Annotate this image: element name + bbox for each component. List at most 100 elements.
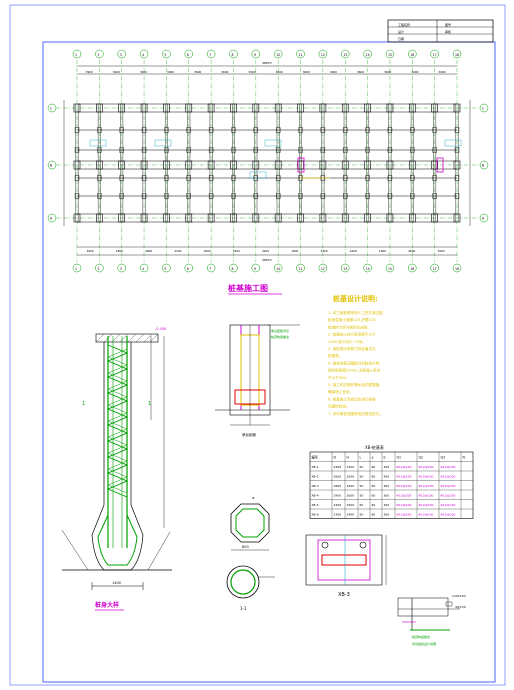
bottom-dim-text: 1800 <box>379 249 386 253</box>
table-cell: Φ12@200 <box>397 503 412 507</box>
grid-bubble-top <box>363 49 372 59</box>
bottom-dim-text: 3900 <box>87 249 94 253</box>
row-bubble-right <box>479 103 489 113</box>
pile-cap <box>431 213 438 223</box>
table-header: L <box>360 456 362 460</box>
table-header: b <box>384 456 386 460</box>
grid-bubble-top <box>430 49 439 59</box>
grid-bubble-bottom <box>273 263 283 273</box>
top-dim-text: 3600 <box>357 70 364 74</box>
top-dim-text: 3400 <box>113 70 120 74</box>
svg-text:桩顶构造做法: 桩顶构造做法 <box>412 634 430 639</box>
table-cell: Φ12@200 <box>419 503 434 507</box>
table-cell: Φ12@200 <box>419 513 434 517</box>
table-cell: XB-5 <box>312 503 319 507</box>
table-cell: 2400 <box>347 503 355 507</box>
pile-mark <box>454 147 460 153</box>
pile-cap <box>96 160 103 170</box>
pile-cap <box>96 103 103 113</box>
pile-cap <box>319 160 327 170</box>
pile-cap <box>274 213 282 223</box>
note-line: 桩端持力层为强风化岩层。 <box>328 324 371 329</box>
table-cell: Φ12@200 <box>441 484 456 488</box>
bottom-dim-text: 1800 <box>116 249 123 253</box>
grid-label-bottom: 2 <box>97 267 99 271</box>
pile-mark <box>343 127 348 133</box>
pile-mark <box>186 175 191 181</box>
grid-bubble-bottom <box>162 263 171 273</box>
table-header: Q2 <box>419 456 424 460</box>
top-dim-text: 3600 <box>384 70 391 74</box>
grid-bubble-top <box>385 49 395 59</box>
table-cell: 2300 <box>334 465 342 469</box>
grid-label-bottom: 5 <box>164 267 166 271</box>
cap-section: 承台剖面 承台配筋详见 桩顶构造做法 <box>215 324 300 437</box>
top-dim-text: 3600 <box>303 70 310 74</box>
grid-bubble-top <box>206 49 216 59</box>
top-dim-text: 3600 <box>276 70 283 74</box>
pile-mark <box>141 193 147 199</box>
table-cell: 2300 <box>347 465 355 469</box>
pile-mark <box>141 147 147 153</box>
pile-cap <box>453 160 461 170</box>
pile-cap <box>341 160 349 170</box>
pile-cap <box>453 213 461 223</box>
pile-cap <box>230 160 237 170</box>
bottom-dim-text: 1800 <box>291 249 298 253</box>
bottom-dim-text: 4200 <box>174 249 181 253</box>
pile-mark <box>410 147 415 153</box>
bottom-dim-text: 4800 <box>145 249 152 253</box>
pile-cap <box>341 213 349 223</box>
grid-label-top: 13 <box>343 53 347 57</box>
table-cell: 2600 <box>347 494 355 498</box>
grid-label-bottom: 9 <box>254 267 256 271</box>
note-line: 1. 本工程桩基采用人工挖孔灌注桩, <box>328 310 384 315</box>
pile-mark <box>454 193 460 199</box>
grid-bubble-bottom <box>340 263 350 273</box>
pile-mark <box>119 127 124 133</box>
table-cell: Φ12@200 <box>441 513 456 517</box>
pile-mark <box>275 175 281 181</box>
pile-mark <box>432 147 437 153</box>
pile-mark <box>253 147 259 153</box>
xb-label: XB-3 <box>338 592 350 598</box>
total-dim-text: 48870 <box>262 61 272 65</box>
pile-table: XB-桩基表 编号XB-1XB-2XB-3XB-4XB-5XB-6D230026… <box>309 444 474 519</box>
pile-cap <box>319 103 327 113</box>
stirrup-line <box>106 344 129 498</box>
table-frame <box>309 451 474 519</box>
note-line: 不小于35d。 <box>328 375 349 380</box>
table-cell: 2000 <box>347 475 355 479</box>
pile-mark <box>432 175 437 181</box>
table-cell: 50 <box>360 475 364 479</box>
top-elevation: -0.450 <box>155 327 166 331</box>
pile-cap <box>319 213 327 223</box>
table-cell: 50 <box>360 465 364 469</box>
pile-cap <box>297 160 304 170</box>
stair-mark <box>297 157 305 173</box>
grid-label-bottom: 7 <box>209 267 211 271</box>
cap-note: 承台配筋详见 <box>271 328 289 333</box>
pile-cap <box>73 213 81 223</box>
table-cell: 60 <box>372 465 376 469</box>
sheet-frame <box>42 41 496 683</box>
grid-bubble-top <box>139 49 149 59</box>
grid-label-top: 6 <box>187 53 189 57</box>
table-cell: 300 <box>384 494 390 498</box>
design-notes: 桩基设计说明: 1. 本工程桩基采用人工挖孔灌注桩, 桩身混凝土强度C25,护壁… <box>328 294 384 416</box>
pile-cap <box>118 103 126 113</box>
grid-label-bottom: 10 <box>276 267 280 271</box>
table-cell: Φ12@200 <box>397 484 412 488</box>
table-cell: XB-6 <box>312 513 319 517</box>
pile-cap <box>386 213 394 223</box>
pile-mark <box>231 175 236 181</box>
table-cell: 2600 <box>334 475 342 479</box>
table-cell: 50 <box>360 494 364 498</box>
grid-bubble-top <box>72 49 82 59</box>
callout-box <box>249 171 267 179</box>
pile-cap <box>140 160 148 170</box>
octagon-section: 800 Φ <box>230 496 270 551</box>
table-header: D <box>334 456 337 460</box>
grid-bubble-bottom <box>95 263 104 273</box>
